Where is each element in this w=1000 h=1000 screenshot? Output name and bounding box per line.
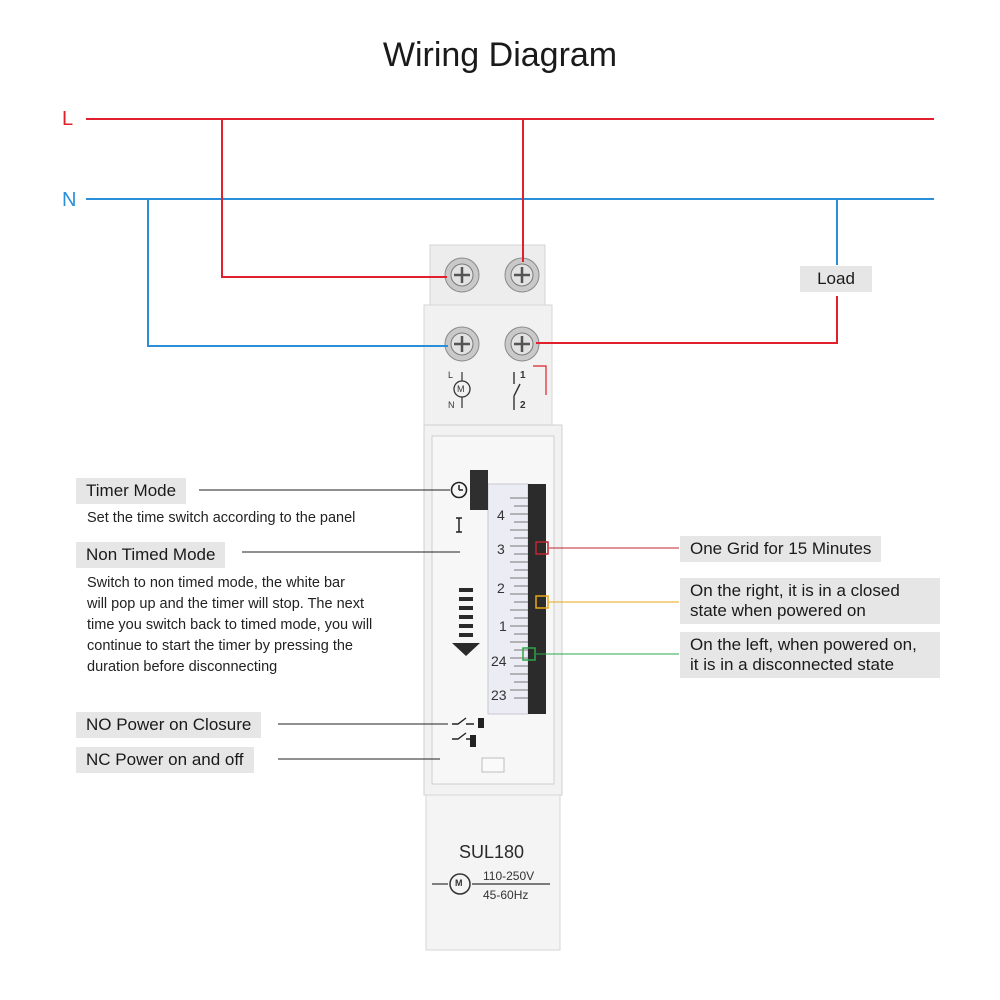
terminal-n-label: N [448, 400, 455, 410]
description-line: time you switch back to timed mode, you … [87, 617, 373, 633]
device-lower-body [425, 794, 561, 951]
no-power-label: NO Power on Closure [76, 712, 262, 738]
description-line: will pop up and the timer will stop. The… [87, 596, 364, 612]
label-line: it is in a disconnected state [690, 655, 895, 674]
device-tab [481, 757, 505, 773]
callout-lines [199, 489, 679, 760]
label-line: state when powered on [690, 601, 866, 620]
down-arrow-icon [452, 588, 480, 656]
grid-interval-label: One Grid for 15 Minutes [680, 536, 882, 562]
screw-top-right [504, 257, 540, 293]
dial-tick-label: 23 [491, 687, 507, 703]
non-timed-icon [456, 517, 462, 533]
description-line: duration before disconnecting [87, 659, 278, 675]
mode-knob [470, 470, 488, 510]
dial-tick-marks [510, 497, 528, 699]
device-frequency: 45-60Hz [483, 888, 529, 902]
description-line: Switch to non timed mode, the white bar [87, 575, 345, 591]
dial-tick-label: 24 [491, 653, 507, 669]
timer-mode-label: Timer Mode [76, 478, 187, 504]
page-title: Wiring Diagram [382, 36, 618, 74]
timer-device [423, 244, 563, 951]
dial-tick-label: 1 [499, 618, 507, 634]
timer-mode-description: Set the time switch according to the pan… [87, 510, 356, 526]
screw-top-left [444, 257, 480, 293]
no-switch-icon [452, 717, 474, 725]
label-line: On the left, when powered on, [690, 635, 917, 654]
live-to-terminal-l [221, 119, 447, 278]
dial-strip [487, 483, 529, 715]
label-motor-symbol: M [455, 878, 463, 888]
left-disconnected-label: On the left, when powered on, it is in a… [680, 632, 940, 678]
neutral-line-label: N [62, 189, 77, 211]
dial-tick-label: 3 [497, 541, 505, 557]
label-motor-icon [449, 873, 471, 895]
device-voltage: 110-250V [483, 869, 535, 883]
dial-segments [528, 484, 546, 714]
neutral-to-terminal-n [147, 199, 448, 347]
dial-tick-label: 4 [497, 507, 505, 523]
dial-tick-label: 2 [497, 580, 505, 596]
screw-bottom-left [444, 326, 480, 362]
right-closed-label: On the right, it is in a closed state wh… [680, 578, 940, 624]
terminal-1-label: 1 [520, 370, 526, 381]
wires [86, 118, 934, 347]
non-timed-mode-label: Non Timed Mode [76, 542, 226, 568]
device-terminal-block [423, 304, 553, 426]
terminal-2-label: 2 [520, 400, 526, 411]
device-model: SUL180 [459, 842, 525, 862]
nc-power-label: NC Power on and off [76, 747, 254, 773]
screw-bottom-right [504, 326, 540, 362]
non-timed-mode-description: Switch to non timed mode, the white bar … [87, 573, 372, 678]
live-line-label: L [62, 108, 74, 130]
terminal-l-label: L [448, 370, 454, 380]
internal-wire [533, 365, 547, 395]
load-label: Load [800, 266, 872, 292]
terminal-switch-icon [513, 372, 521, 410]
no-indicator [478, 718, 484, 728]
nc-indicator [470, 735, 476, 747]
load-to-terminal-2 [536, 296, 838, 344]
label-line: On the right, it is in a closed [690, 581, 900, 600]
clock-icon [450, 481, 468, 499]
terminal-motor-symbol: M [457, 384, 465, 394]
description-line: continue to start the timer by pressing … [87, 638, 353, 654]
